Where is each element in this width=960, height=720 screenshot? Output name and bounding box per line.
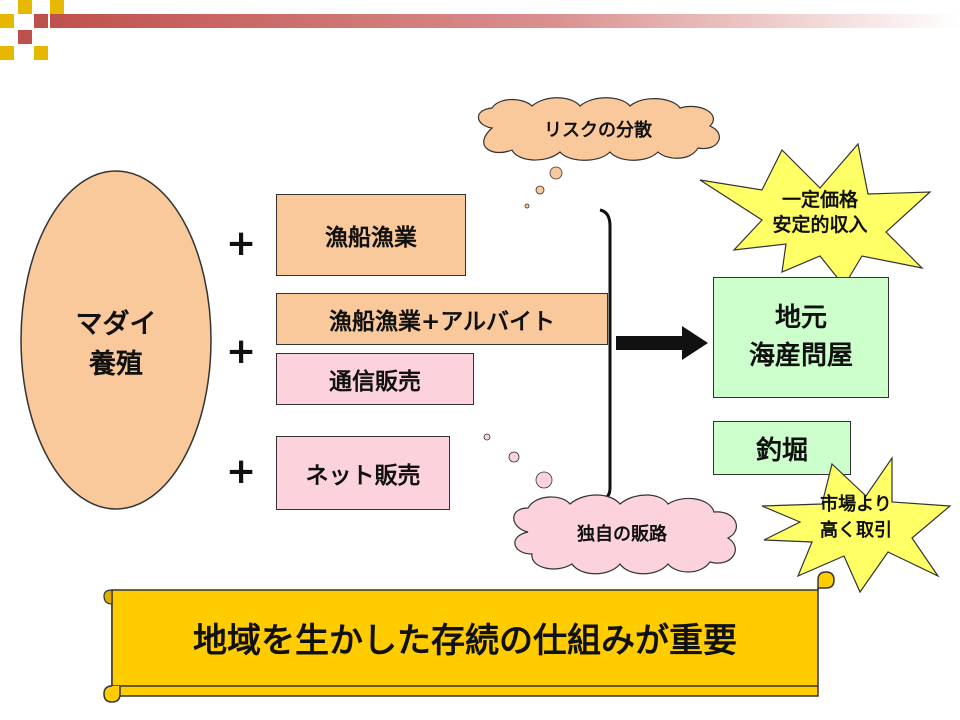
right-bracket	[597, 208, 612, 502]
cloud-top: リスクの分散	[477, 97, 720, 161]
right-arrow	[616, 326, 708, 360]
destination-wholesale-line2: 海産問屋	[748, 340, 853, 371]
deco-square	[18, 0, 32, 14]
cloud-top-label: リスクの分散	[544, 119, 653, 141]
destination-fishing-pond: 釣堀	[713, 421, 851, 475]
source-label-line1: マダイ	[76, 308, 157, 340]
cloud-bottom: 独自の販路	[513, 494, 737, 575]
thought-bubble	[535, 185, 545, 195]
deco-square	[34, 46, 48, 60]
burst-bottom-line2: 高く取引	[820, 519, 892, 541]
thought-bubble	[483, 433, 491, 441]
deco-square	[34, 14, 48, 28]
corner-decoration	[0, 0, 960, 60]
burst-top-line1: 一定価格	[782, 188, 859, 211]
source-ellipse: マダイ 養殖	[20, 170, 212, 510]
deco-square	[0, 14, 14, 28]
plus-sign: +	[226, 223, 257, 264]
thought-bubble	[535, 471, 553, 489]
banner-scroll: 地域を生かした存続の仕組みが重要	[103, 571, 835, 703]
burst-bottom: 市場より 高く取引	[761, 456, 952, 594]
thought-bubble	[508, 451, 520, 463]
option-online: ネット販売	[276, 436, 450, 510]
plus-sign: +	[226, 331, 257, 372]
thought-bubble	[549, 166, 563, 180]
deco-square	[0, 46, 14, 60]
deco-square	[50, 0, 64, 14]
option-fishing: 漁船漁業	[276, 194, 466, 276]
option-fishing-parttime: 漁船漁業+アルバイト	[276, 293, 608, 345]
destination-wholesale: 地元 海産問屋	[713, 277, 889, 398]
banner-text: 地域を生かした存続の仕組みが重要	[193, 621, 737, 661]
deco-square	[18, 30, 32, 44]
plus-sign: +	[226, 451, 257, 492]
thought-bubble	[524, 203, 530, 209]
burst-bottom-line1: 市場より	[820, 493, 892, 515]
title-gradient-bar	[50, 14, 960, 28]
cloud-bottom-label: 独自の販路	[577, 523, 668, 545]
burst-top-line2: 安定的収入	[772, 213, 867, 236]
burst-top: 一定価格 安定的収入	[699, 142, 932, 288]
source-label-line2: 養殖	[88, 348, 143, 380]
option-mail-order: 通信販売	[276, 353, 474, 405]
destination-wholesale-line1: 地元	[774, 302, 827, 333]
